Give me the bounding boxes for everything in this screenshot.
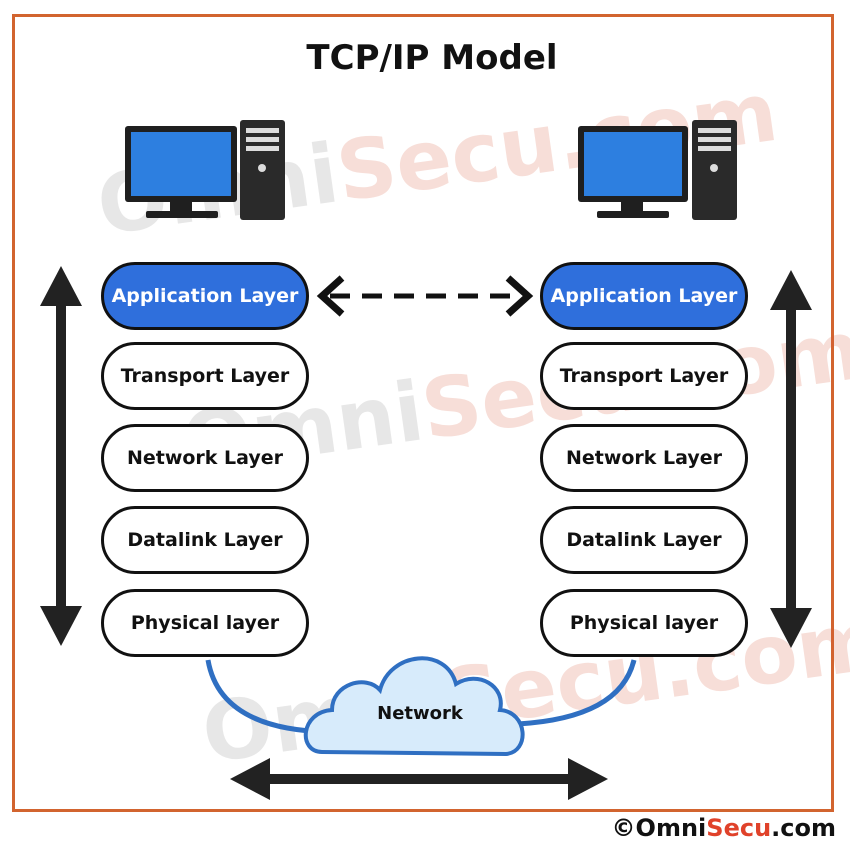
right-vertical-arrow: [770, 270, 812, 648]
network-cloud-icon: [303, 656, 525, 757]
right-network-cable: [517, 659, 637, 727]
bottom-horizontal-arrow: [230, 758, 608, 800]
right-computer-icon: [578, 120, 737, 220]
network-cloud-label: Network: [377, 703, 463, 724]
right-network-layer: Network Layer: [540, 424, 748, 492]
left-vertical-arrow: [40, 266, 82, 646]
outer-frame: [12, 14, 834, 812]
left-transport-layer: Transport Layer: [101, 342, 309, 410]
copyright-omni: Omni: [635, 814, 707, 842]
peer-dashed-arrow: [316, 275, 534, 317]
copyright-com: .com: [771, 814, 836, 842]
right-datalink-layer: Datalink Layer: [540, 506, 748, 574]
left-application-layer: Application Layer: [101, 262, 309, 330]
right-transport-layer: Transport Layer: [540, 342, 748, 410]
left-network-layer: Network Layer: [101, 424, 309, 492]
left-physical-layer: Physical layer: [101, 589, 309, 657]
copyright-secu: Secu: [706, 814, 772, 842]
right-application-layer: Application Layer: [540, 262, 748, 330]
diagram-title: TCP/IP Model: [306, 38, 558, 78]
left-datalink-layer: Datalink Layer: [101, 506, 309, 574]
copyright-notice: ©OmniSecu.com: [612, 814, 836, 842]
right-physical-layer: Physical layer: [540, 589, 748, 657]
copyright-symbol: ©: [611, 814, 636, 842]
left-computer-icon: [125, 120, 285, 220]
